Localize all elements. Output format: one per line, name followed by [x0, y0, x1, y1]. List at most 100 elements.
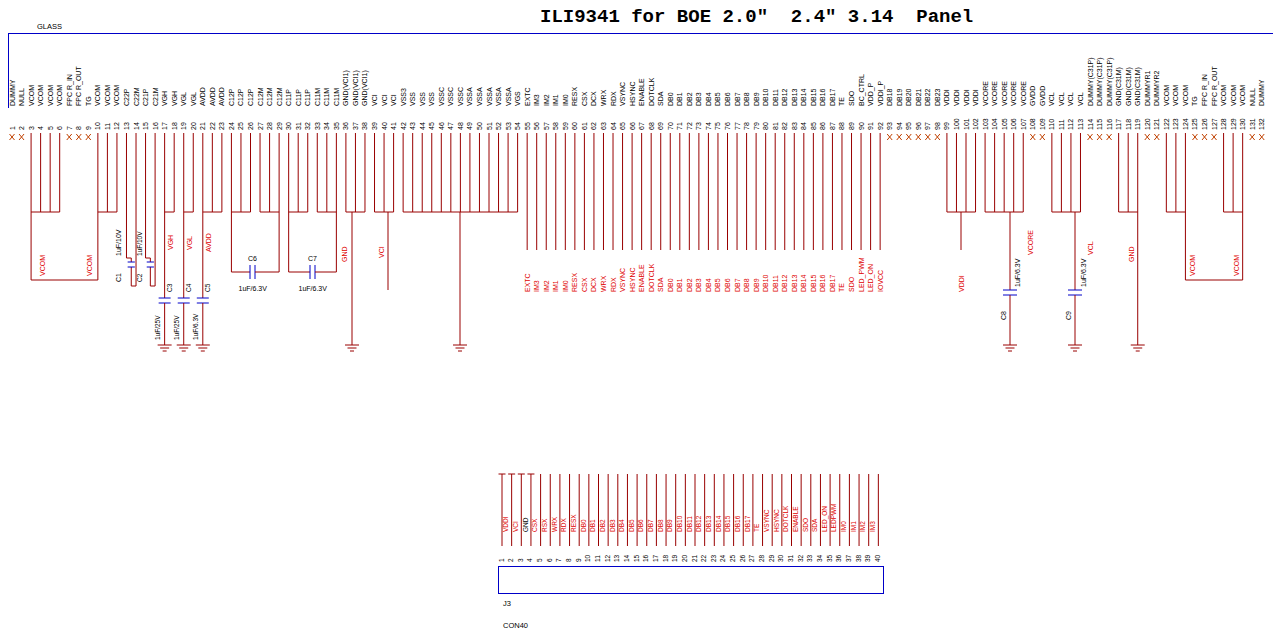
pin-name: VCORE — [1010, 81, 1017, 106]
wire — [315, 212, 336, 272]
connector-signal: IM0 — [841, 521, 848, 532]
pin-name: C22M — [133, 87, 140, 106]
capacitor-symbol — [310, 265, 311, 279]
pin-name: DB18 — [886, 88, 893, 106]
connector-pin-number: 40 — [875, 555, 882, 562]
wire — [326, 133, 327, 212]
net-label: IM1 — [552, 280, 559, 292]
wire — [40, 133, 41, 212]
pin-name: DCX — [590, 91, 597, 106]
wire — [791, 474, 792, 546]
net-label: LED_ON — [867, 264, 874, 292]
pin-name: VSSC — [438, 87, 445, 106]
ground-symbol — [163, 351, 167, 352]
connector-signal: LEDPWM — [831, 503, 838, 532]
pin-name: BC_CTRL — [858, 74, 865, 106]
connector-pin-number: 1 — [499, 558, 506, 562]
ground-symbol — [1006, 348, 1015, 349]
net-label: DB16 — [819, 274, 826, 292]
connector-pin-number: 7 — [556, 558, 563, 562]
pin-number: 59 — [562, 122, 569, 130]
connector-pin-number: 37 — [846, 555, 853, 562]
connector-pin-number: 38 — [856, 555, 863, 562]
connector-pin-number: 18 — [663, 555, 670, 562]
pin-number: 127 — [1211, 118, 1218, 130]
no-connect-mark — [86, 134, 91, 140]
no-connect-mark — [1088, 134, 1093, 140]
net-label: VCOM — [86, 255, 93, 276]
net-label: WRX — [600, 276, 607, 292]
pin-name: GVDD — [1039, 86, 1046, 106]
wire — [530, 474, 531, 546]
wire — [393, 133, 394, 212]
net-label: VCOM — [39, 255, 46, 276]
no-connect-mark — [1040, 134, 1045, 140]
pin-number: 27 — [257, 122, 264, 130]
pin-name: C12M — [257, 87, 264, 106]
connector-pin-number: 10 — [585, 555, 592, 562]
pin-name: VCOM — [113, 85, 120, 106]
capacitor-symbol — [147, 267, 154, 268]
part-label: 1uF/6.3V — [239, 285, 267, 292]
part-label: 1uF/25V — [174, 315, 181, 340]
no-connect-mark — [1107, 134, 1112, 140]
net-label: IOVCC — [877, 270, 884, 292]
part-label: C1 — [115, 273, 122, 282]
pin-name: TE — [838, 97, 845, 106]
pin-number: 87 — [829, 122, 836, 130]
pin-number: 119 — [1134, 119, 1141, 130]
pin-name: SDO — [848, 91, 855, 106]
wire — [861, 133, 862, 250]
connector-signal: DOTCLK — [783, 506, 790, 532]
pin-name: C12M — [266, 87, 273, 106]
pin-number: 126 — [1201, 118, 1208, 130]
pin-number: 103 — [982, 118, 989, 130]
ground-symbol — [1073, 351, 1077, 352]
wire — [240, 133, 241, 212]
pin-number: 54 — [514, 122, 521, 130]
pin-name: DB17 — [829, 88, 836, 106]
connector-signal: ENABLE — [793, 506, 800, 532]
pin-number: 28 — [266, 122, 273, 130]
wire — [569, 474, 570, 546]
net-label: DB7 — [734, 278, 741, 292]
pin-name: DUMMY(C31P) — [1087, 57, 1094, 106]
no-connect-mark — [1202, 134, 1207, 140]
wire — [469, 133, 470, 212]
pin-name: VCI — [390, 94, 397, 106]
bus-wire — [985, 212, 1023, 213]
connector-signal: DB8 — [658, 519, 665, 532]
wire — [737, 133, 738, 250]
pin-name: AVDD — [218, 87, 225, 106]
pin-name: DB23 — [934, 88, 941, 106]
wire — [752, 474, 753, 546]
pin-number: 95 — [905, 122, 912, 130]
wire — [1242, 133, 1243, 212]
part-label: 1uF/6.3V — [1014, 259, 1021, 287]
no-connect-mark — [916, 134, 921, 140]
wire — [431, 133, 432, 212]
pin-name: DOTCLK — [648, 78, 655, 106]
pin-number: 85 — [810, 122, 817, 130]
wire — [794, 133, 795, 250]
pin-number: 108 — [1029, 118, 1036, 130]
net-label: TE — [838, 283, 845, 292]
wire — [651, 133, 652, 250]
pin-number: 60 — [571, 122, 578, 130]
pin-number: 48 — [457, 122, 464, 130]
pin-name: GND(C31M) — [1134, 67, 1141, 106]
connector-pin-number: 15 — [634, 555, 641, 562]
wire — [666, 474, 667, 546]
bus-wire — [260, 212, 279, 213]
wire — [364, 133, 365, 212]
no-connect-mark — [925, 134, 930, 140]
pin-name: DB4 — [705, 92, 712, 106]
wire — [622, 133, 623, 250]
wire — [1010, 295, 1011, 345]
connector-pin-number: 22 — [701, 555, 708, 562]
connector-pin-number: 14 — [624, 555, 631, 562]
pin-number: 24 — [228, 122, 235, 130]
wire — [675, 474, 676, 546]
wire — [183, 212, 184, 298]
ground-symbol — [158, 345, 172, 346]
